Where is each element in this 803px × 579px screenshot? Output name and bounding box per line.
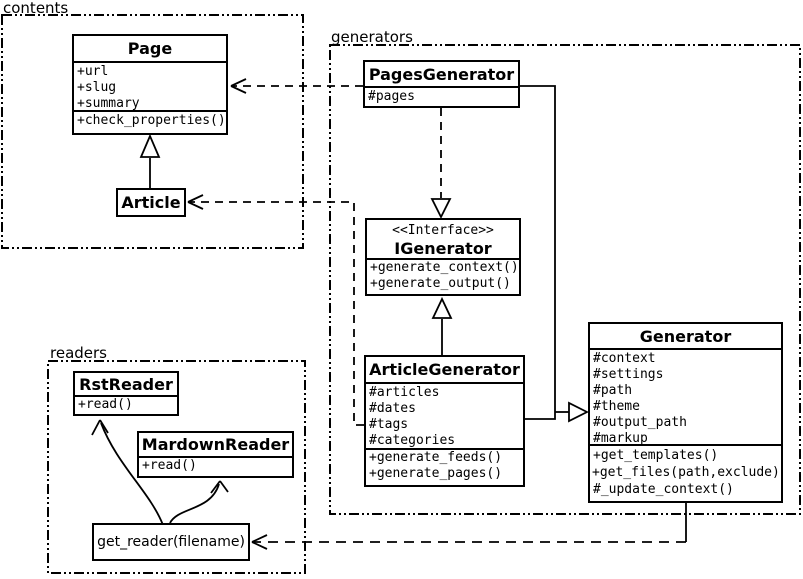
class-page: Page +url +slug +summary +check_properti… [72, 34, 228, 135]
method: +generate_output() [370, 276, 511, 291]
function-get-reader-label: get_reader(filename) [97, 534, 245, 550]
class-mardownreader-title: MardownReader [139, 433, 292, 458]
class-rstreader-methods: +read() [75, 397, 177, 414]
class-generator-methods: +get_templates() +get_files(path,exclude… [590, 446, 781, 499]
package-label-contents: contents [3, 0, 69, 17]
class-mardownreader-methods: +read() [139, 458, 292, 476]
class-page-methods: +check_properties() [74, 112, 226, 133]
method: +generate_context() [370, 260, 519, 275]
attribute: +slug [77, 80, 117, 95]
class-articlegenerator-attributes: #articles #dates #tags #categories [366, 384, 523, 450]
class-rstreader-title: RstReader [75, 373, 177, 397]
attribute: #path [593, 383, 633, 398]
attribute: #tags [369, 417, 409, 432]
class-articlegenerator: ArticleGenerator #articles #dates #tags … [364, 355, 525, 487]
attribute: +summary [77, 96, 140, 111]
class-articlegenerator-title: ArticleGenerator [366, 357, 523, 384]
method: +read() [142, 458, 197, 473]
attribute: #pages [368, 89, 415, 104]
method: +get_files(path,exclude) [592, 465, 780, 480]
package-label-readers: readers [50, 344, 107, 362]
class-generator-title: Generator [590, 324, 781, 350]
class-article: Article [116, 188, 186, 217]
edge-articlegenerator-article-dependency [187, 194, 364, 426]
class-pagesgenerator: PagesGenerator #pages [363, 60, 520, 108]
class-generator-attributes: #context #settings #path #theme #output_… [590, 350, 781, 446]
interface-igenerator-methods: +generate_context() +generate_output() [367, 260, 519, 292]
attribute: #categories [369, 433, 456, 448]
attribute: +url [77, 64, 109, 79]
package-label-generators: generators [331, 28, 413, 46]
method: +generate_feeds() [369, 450, 503, 465]
interface-igenerator: <<Interface>> IGenerator +generate_conte… [365, 218, 521, 296]
attribute: #settings [593, 367, 664, 382]
class-pagesgenerator-title: PagesGenerator [365, 62, 518, 88]
package-border-generators [329, 44, 801, 515]
edge-generators-generator-generalization [518, 85, 590, 423]
method: +generate_pages() [369, 466, 503, 481]
edge-getreader-mardownreader-arrow [169, 480, 229, 524]
attribute: #articles [369, 385, 440, 400]
attribute: #output_path [593, 415, 687, 430]
class-pagesgenerator-attributes: #pages [365, 88, 518, 106]
class-articlegenerator-methods: +generate_feeds() +generate_pages() [366, 450, 523, 483]
edge-articlegenerator-igenerator-generalization [431, 296, 453, 355]
class-page-attributes: +url +slug +summary [74, 63, 226, 112]
edge-pagesgenerator-igenerator-realization [430, 108, 452, 220]
method: +read() [78, 397, 133, 412]
class-generator: Generator #context #settings #path #them… [588, 322, 783, 503]
function-get-reader: get_reader(filename) [92, 523, 250, 561]
attribute: #markup [593, 431, 648, 446]
method: +get_templates() [593, 448, 719, 463]
interface-igenerator-header: <<Interface>> IGenerator [367, 220, 519, 260]
package-border-contents [1, 14, 304, 249]
package-border-readers [47, 360, 306, 574]
edge-getreader-rstreader-arrow [91, 419, 164, 526]
attribute: #context [593, 351, 656, 366]
class-page-title: Page [74, 36, 226, 63]
edge-generator-getreader-dependency [251, 500, 687, 550]
edge-article-page-generalization [139, 133, 161, 188]
method: #_update_context() [593, 482, 734, 497]
interface-igenerator-title: IGenerator [394, 239, 492, 258]
attribute: #theme [593, 399, 640, 414]
class-article-title: Article [121, 193, 181, 212]
interface-stereotype: <<Interface>> [392, 223, 494, 238]
class-rstreader: RstReader +read() [73, 371, 179, 416]
edge-pagesgenerator-page-dependency [230, 78, 363, 94]
method: +check_properties() [77, 113, 226, 128]
class-mardownreader: MardownReader +read() [137, 431, 294, 478]
attribute: #dates [369, 401, 416, 416]
